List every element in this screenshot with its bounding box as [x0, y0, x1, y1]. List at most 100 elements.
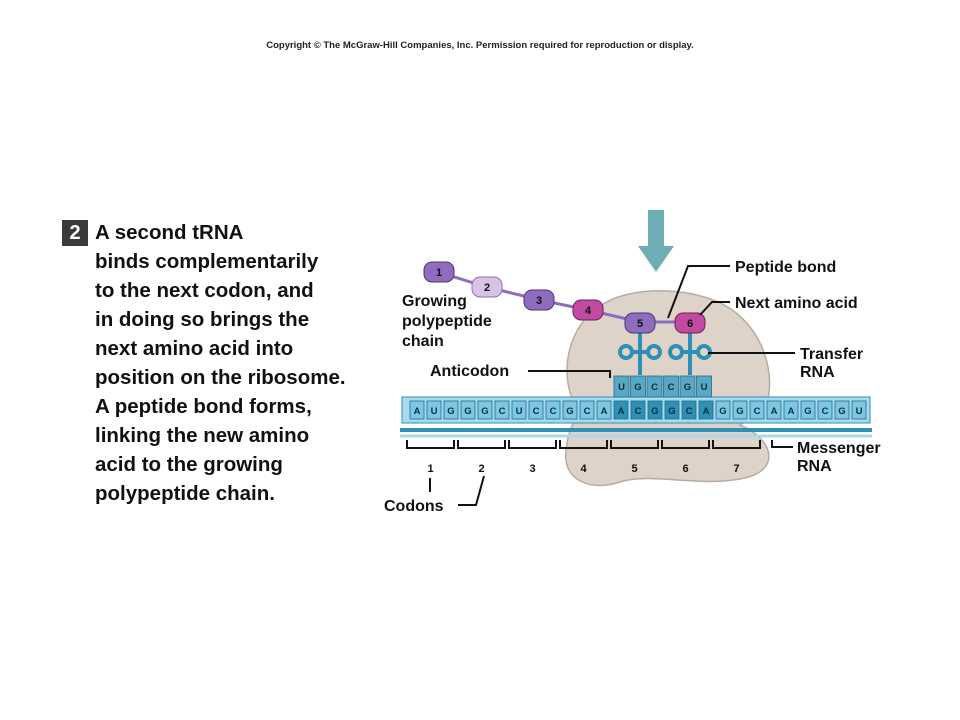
mrna-base: A	[783, 400, 799, 420]
mrna-base-letter: G	[447, 406, 454, 417]
amino-acid-number: 3	[536, 295, 542, 307]
mrna-base-letter: A	[618, 406, 625, 417]
mrna-base: G	[562, 400, 578, 420]
step-description-line: binds complementarily	[95, 250, 319, 273]
mrna-base: C	[545, 400, 561, 420]
anticodon-base: C	[646, 375, 663, 398]
anticodon-base: G	[630, 375, 646, 398]
mrna-base: G	[443, 400, 459, 420]
peptide-bond-leader	[667, 265, 730, 319]
mrna-base: U	[511, 400, 527, 420]
amino-acid-number: 5	[637, 318, 643, 330]
amino-acid-5: 5	[624, 312, 656, 334]
mrna-base: C	[817, 400, 833, 420]
mrna-base-letter: G	[736, 406, 743, 417]
mrna-base: C	[749, 400, 765, 420]
trna-left	[618, 330, 662, 375]
mrna-base-letter: G	[464, 406, 471, 417]
mrna-base-letter: G	[719, 406, 726, 417]
growing-chain-label: Growing	[402, 293, 467, 310]
messenger-rna-label: Messenger	[797, 440, 881, 457]
mrna-base-letter: A	[414, 406, 421, 417]
mrna-base-letter: C	[686, 406, 693, 417]
trna-right	[668, 330, 712, 375]
anticodon-leader	[528, 370, 611, 378]
mrna-base: C	[579, 400, 595, 420]
anticodon-base: C	[663, 375, 679, 398]
mrna-base: C	[630, 400, 646, 420]
transfer-rna-label: RNA	[800, 364, 835, 381]
codon-number: 5	[631, 463, 637, 475]
amino-acid-4: 4	[572, 299, 604, 321]
step-description-line: acid to the growing	[95, 453, 283, 476]
amino-acid-number: 4	[585, 305, 592, 317]
mrna-base-letter: G	[804, 406, 811, 417]
mrna-base-letter: U	[856, 406, 863, 417]
mrna-base: G	[460, 400, 476, 420]
mrna-base-letter: C	[635, 406, 642, 417]
anticodon-base: U	[696, 375, 712, 398]
next-amino-acid-leader	[699, 301, 730, 316]
mrna-base: G	[477, 400, 493, 420]
mrna-base-letter: C	[533, 406, 540, 417]
amino-acid-number: 1	[436, 267, 442, 279]
anticodon-base-letter: U	[701, 382, 708, 393]
growing-chain-label: polypeptide	[402, 313, 492, 330]
codons-label: Codons	[384, 498, 444, 515]
step-description-line: linking the new amino	[95, 424, 310, 447]
amino-acid-number: 2	[484, 282, 490, 294]
codon-bracket: 7	[712, 440, 761, 475]
anticodon-base-letter: U	[618, 382, 625, 393]
mrna-base-letter: A	[771, 406, 778, 417]
growing-chain-label: chain	[402, 333, 444, 350]
amino-acid-2: 2	[471, 276, 503, 298]
codon-number: 2	[478, 463, 484, 475]
amino-acid-6: 6	[674, 312, 706, 334]
step-description-line: position on the ribosome.	[95, 366, 346, 389]
amino-acid-number: 6	[687, 318, 693, 330]
codon-number: 7	[733, 463, 739, 475]
codon-bracket: 4	[559, 440, 608, 475]
codon-bracket: 5	[610, 440, 659, 475]
mrna-base: A	[409, 400, 425, 420]
step-description-line: A second tRNA	[95, 221, 244, 244]
mrna-base-letter: G	[838, 406, 845, 417]
copyright-notice: Copyright © The McGraw-Hill Companies, I…	[266, 40, 694, 51]
mrna-base-letter: A	[703, 406, 710, 417]
mrna-base-letter: C	[584, 406, 591, 417]
mrna-base-letter: C	[550, 406, 557, 417]
step-number-badge: 2	[62, 220, 88, 246]
step-description: A second tRNA binds complementarily to t…	[95, 218, 415, 508]
anticodon-base-letter: G	[634, 382, 641, 393]
anticodon-base: G	[679, 375, 696, 398]
messenger-rna-label: RNA	[797, 458, 832, 475]
codon-bracket: 6	[661, 440, 710, 475]
down-arrow-icon	[638, 210, 674, 272]
mrna-base: A	[596, 400, 612, 420]
anticodon-base-letter: C	[668, 382, 675, 393]
transfer-rna-label: Transfer	[800, 346, 863, 363]
mrna-base: U	[851, 400, 867, 420]
mrna-base: C	[528, 400, 544, 420]
codon-number: 4	[580, 463, 587, 475]
mrna-base: G	[647, 400, 663, 420]
peptide-bond-label: Peptide bond	[735, 259, 836, 276]
mrna-base: G	[834, 400, 850, 420]
codons-leader	[458, 475, 485, 506]
amino-acid-3: 3	[523, 289, 555, 311]
mrna-base-letter: G	[566, 406, 573, 417]
mrna-base-letter: U	[516, 406, 523, 417]
codon-bracket: 3	[508, 440, 557, 475]
step-description-line: to the next codon, and	[95, 279, 314, 302]
mrna-base: U	[426, 400, 442, 420]
step-description-line: in doing so brings the	[95, 308, 310, 331]
mrna-base: G	[664, 400, 680, 420]
mrna-base-letter: A	[788, 406, 795, 417]
mrna-base-letter: U	[431, 406, 438, 417]
mrna-base-letter: C	[754, 406, 761, 417]
mrna-base-letter: G	[668, 406, 675, 417]
